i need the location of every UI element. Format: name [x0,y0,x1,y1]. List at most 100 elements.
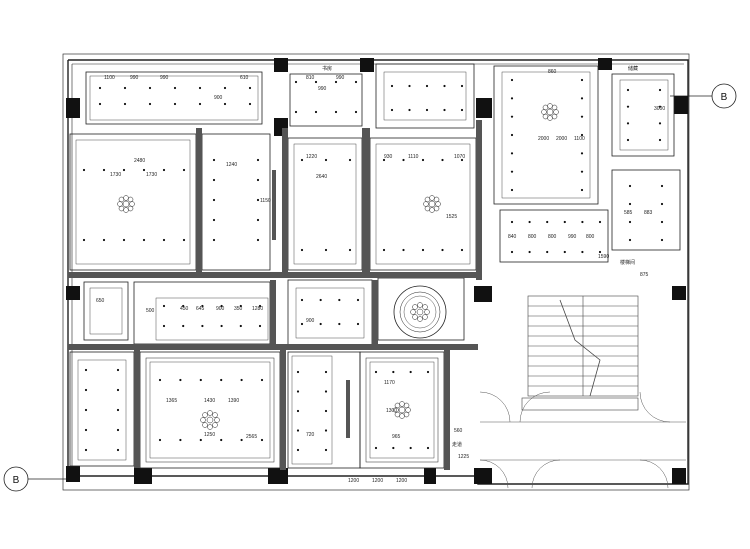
dimension-label: 1590 [598,254,609,260]
downlight-dot [425,108,429,112]
grid-mark-label-right: B [721,92,728,103]
downlight-dot [256,198,260,202]
downlight-dot [409,370,412,374]
dimension-label: 860 [548,69,557,75]
downlight-dot [212,198,216,202]
downlight-dot [319,298,322,302]
downlight-dot [408,108,411,112]
downlight-dot [84,408,88,412]
downlight-dot [348,248,352,252]
downlight-dot [148,86,152,90]
downlight-dot [162,324,166,328]
downlight-dot [239,324,242,328]
dimension-label: 560 [454,428,463,434]
downlight-dot [212,218,216,222]
dimension-label: 1100 [574,136,585,142]
downlight-dot [179,438,182,442]
dimension-label: 350 [234,306,243,312]
downlight-dot [563,220,566,224]
downlight-dot [212,238,216,242]
downlight-dot [84,448,88,452]
dimension-label: 965 [392,434,401,440]
downlight-dot [201,304,204,308]
drawing-frame [62,53,690,491]
grid-mark-label-left: B [13,475,20,486]
downlight-dot [408,84,411,88]
downlight-dot [460,248,464,252]
dimension-label: 2000 [538,136,549,142]
downlight-dot [392,446,395,450]
downlight-dot [510,188,514,192]
downlight-dot [581,220,584,224]
downlight-dot [528,250,531,254]
downlight-dot [546,250,549,254]
downlight-dot [260,378,264,382]
downlight-dot [324,158,328,162]
dimension-label: 450 [180,306,189,312]
downlight-dot [314,80,318,84]
dimension-label: 1730 [110,172,121,178]
downlight-dot [441,248,444,252]
downlight-dot [296,370,300,374]
dimension-label: 1430 [204,398,215,404]
dimension-label: 800 [548,234,557,240]
downlight-dot [102,238,106,242]
dimension-label: 900 [214,95,223,101]
downlight-dot [409,446,412,450]
downlight-dot [162,304,166,308]
downlight-dot [220,438,223,442]
downlight-dot [122,238,126,242]
downlight-dot [510,152,514,155]
downlight-dot [201,324,204,328]
downlight-dot [598,250,602,254]
dimension-label: 810 [306,75,315,81]
downlight-dot [256,218,260,222]
room-tag-storage: 储藏 [628,65,638,72]
downlight-dot [84,368,88,372]
downlight-dot [212,178,216,182]
downlight-dot [98,102,102,106]
downlight-dot [374,370,378,374]
downlight-dot [356,298,360,302]
dimension-label: 990 [318,86,327,92]
dimension-label: 1220 [306,154,317,160]
dimension-label: 875 [640,272,649,278]
dimension-label: 990 [568,234,577,240]
downlight-dot [510,250,514,254]
dimension-label: 900 [216,306,225,312]
downlight-dot [510,220,514,224]
downlight-dot [580,78,584,82]
downlight-dot [256,238,260,242]
downlight-dot [390,84,394,88]
dimension-label: 645 [196,306,205,312]
downlight-dot [660,184,664,188]
downlight-dot [510,97,514,100]
downlight-dot [84,388,88,392]
dimension-label: 900 [306,318,315,324]
dimension-label: 1525 [446,214,457,220]
downlight-dot [199,378,202,382]
downlights [82,78,664,452]
downlight-dot [102,168,106,172]
downlight-dot [294,110,298,114]
downlight-dot [510,115,514,118]
downlight-dot [658,138,662,142]
downlight-dot [158,438,162,442]
dimension-label: 1150 [260,198,271,204]
dimension-label: 500 [146,308,155,314]
room-tag-corridor: 走道 [452,441,462,448]
downlight-dot [182,168,186,172]
dimension-label: 883 [644,210,653,216]
downlight-dot [158,378,162,382]
downlight-dot [580,188,584,192]
downlight-dot [162,238,166,242]
dimension-label: 3000 [654,106,665,112]
downlight-dot [116,368,120,372]
downlight-dot [421,158,425,162]
downlight-dot [348,158,352,162]
downlight-dot [82,238,86,242]
room-tag-stair: 楼梯间 [620,259,635,266]
downlight-dot [421,248,425,252]
downlight-dot [460,108,464,112]
downlight-dot [179,378,182,382]
